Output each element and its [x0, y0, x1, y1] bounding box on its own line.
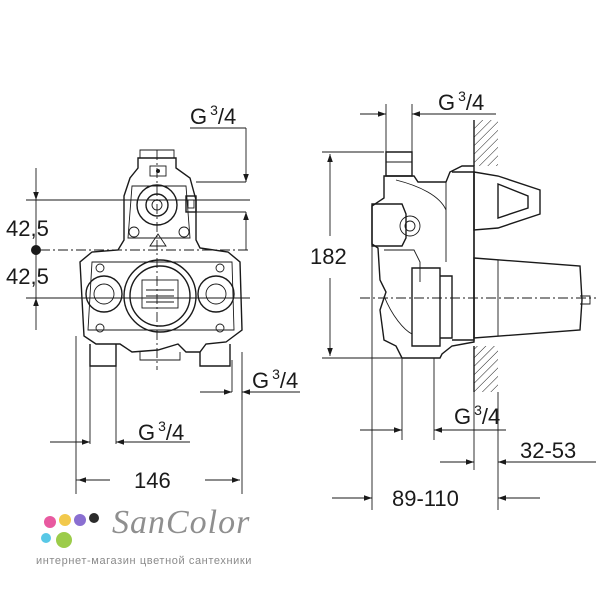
brand-dot: [41, 533, 51, 543]
height-side-label: 182: [310, 244, 347, 269]
width-front-label: 146: [134, 468, 171, 493]
brand-dot: [89, 513, 99, 523]
brand-logo-dots: [41, 513, 99, 548]
side-view: [360, 120, 596, 392]
front-dimensions: [26, 127, 300, 494]
front-view: [40, 149, 250, 370]
side-dimensions: [322, 104, 596, 510]
upper-offset-label: 42,5: [6, 216, 49, 241]
brand-dot: [74, 514, 86, 526]
brand-dot: [44, 516, 56, 528]
center-dot: [31, 245, 41, 255]
brand-dot: [56, 532, 72, 548]
depth-range-label: 89-110: [392, 486, 459, 511]
lower-offset-label: 42,5: [6, 264, 49, 289]
wall-range-label: 32-53: [520, 438, 576, 463]
brand-tagline: интернет-магазин цветной сантехники: [36, 555, 253, 567]
brand-logo-text: SanColor: [112, 504, 251, 541]
brand-dot: [59, 514, 71, 526]
